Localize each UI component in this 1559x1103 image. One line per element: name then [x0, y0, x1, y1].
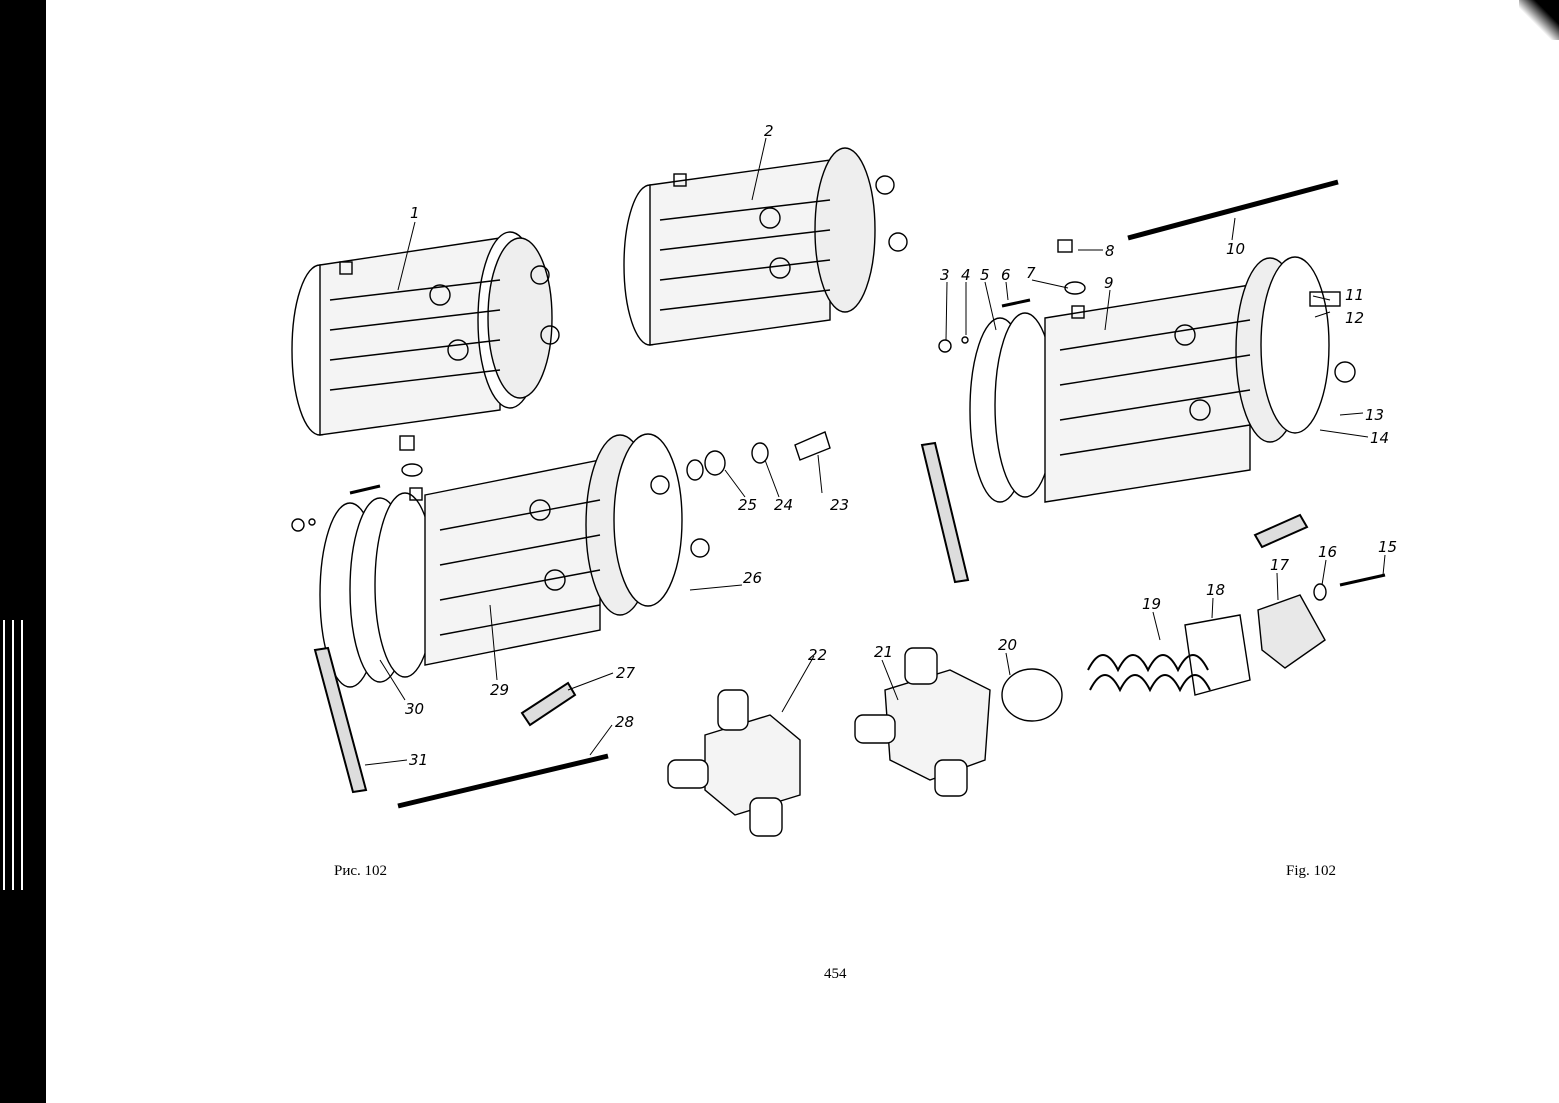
part-label-6: 6 [1001, 266, 1011, 284]
part-label-27: 27 [616, 664, 636, 682]
part-label-18: 18 [1206, 581, 1225, 599]
part-labels: 1 2 3 4 5 6 7 8 9 10 11 12 13 14 15 16 1… [405, 122, 1397, 769]
figure-caption-english: Fig. 102 [1286, 863, 1337, 879]
figure-caption-russian: Рис. 102 [334, 863, 388, 879]
part-label-11: 11 [1345, 286, 1364, 304]
page-number: 454 [824, 966, 847, 982]
part-label-26: 26 [743, 569, 762, 587]
part-label-10: 10 [1226, 240, 1245, 258]
cylinder-1 [291, 231, 560, 436]
part-label-3: 3 [940, 266, 950, 284]
part-label-14: 14 [1370, 429, 1389, 447]
part-label-2: 2 [764, 122, 774, 140]
part-label-23: 23 [830, 496, 849, 514]
part-label-25: 25 [738, 496, 757, 514]
part-label-8: 8 [1105, 242, 1115, 260]
scan-noise-strip [0, 620, 30, 890]
part-label-15: 15 [1378, 538, 1397, 556]
scan-corner-shadow [1519, 0, 1559, 40]
part-label-16: 16 [1318, 543, 1337, 561]
leader-lines [364, 137, 1386, 766]
cylinder-9 [969, 256, 1356, 503]
part-label-5: 5 [980, 266, 990, 284]
part-label-12: 12 [1345, 309, 1364, 327]
part-label-28: 28 [615, 713, 634, 731]
rods-and-bars [313, 179, 1339, 809]
part-label-1: 1 [410, 204, 420, 222]
part-label-4: 4 [961, 266, 971, 284]
scan-black-edge [0, 0, 46, 1103]
part-label-31: 31 [409, 751, 428, 769]
part-label-22: 22 [808, 646, 827, 664]
part-label-7: 7 [1026, 264, 1036, 282]
part-label-9: 9 [1104, 274, 1114, 292]
part-label-17: 17 [1270, 556, 1290, 574]
part-label-30: 30 [405, 700, 424, 718]
valve-assembly [667, 594, 1326, 837]
cylinder-29 [319, 433, 710, 688]
small-fasteners [291, 239, 1386, 601]
part-label-13: 13 [1365, 406, 1384, 424]
cylinder-2 [623, 147, 908, 346]
part-label-21: 21 [874, 643, 893, 661]
part-label-19: 19 [1142, 595, 1161, 613]
part-label-29: 29 [490, 681, 509, 699]
part-label-20: 20 [998, 636, 1017, 654]
part-label-24: 24 [774, 496, 793, 514]
